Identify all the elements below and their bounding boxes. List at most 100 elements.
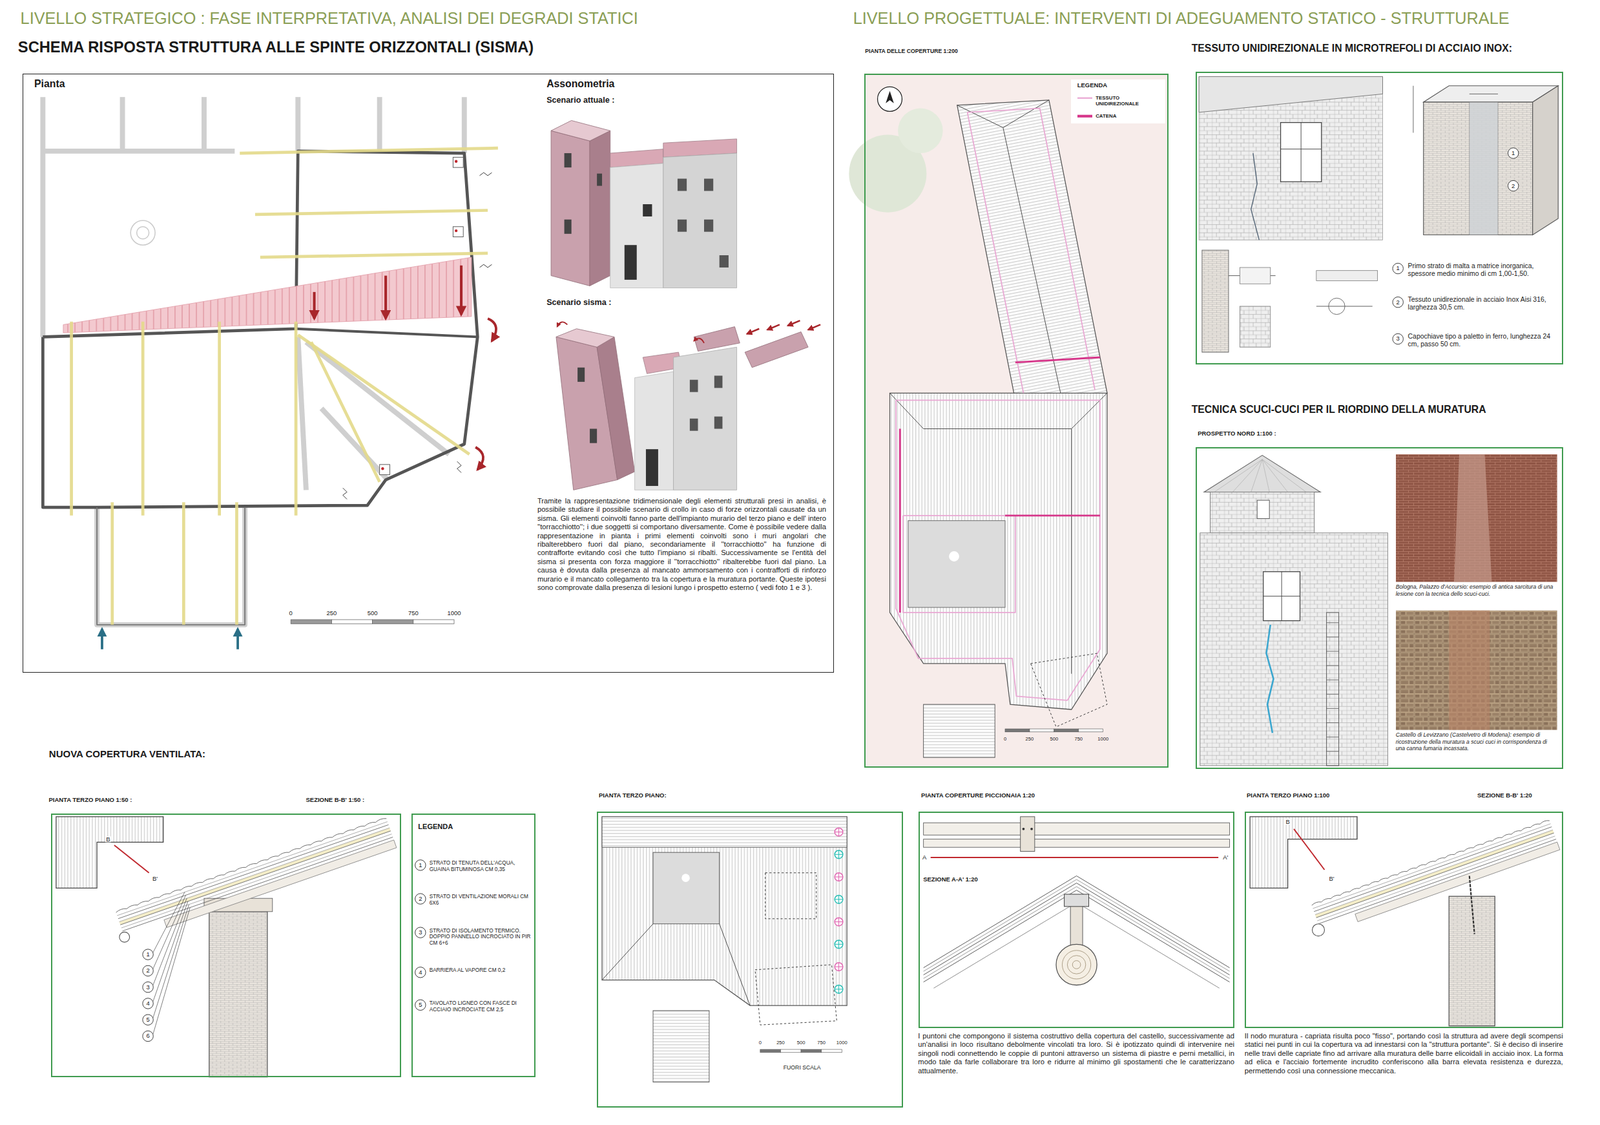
wall-light: [40, 96, 46, 337]
legend-item: STRATO DI ISOLAMENTO TERMICO. DOPPIO PAN…: [429, 927, 532, 947]
view-title: Scenario sisma :: [546, 297, 751, 308]
callout-number: 5: [145, 1016, 150, 1022]
drawing-title: PIANTA COPERTURE PICCIONAIA 1:20: [921, 791, 1228, 799]
scale-value: 500: [367, 610, 378, 617]
callout-circle: [415, 999, 426, 1010]
drawing-panel: PIANTA TERZO PIANO 1:50 :SEZIONE B-B' 1:…: [51, 813, 402, 1077]
masonry-wall: [1448, 895, 1495, 1026]
ladder-rung: [1326, 750, 1340, 752]
wall-band: [744, 331, 809, 367]
tie-chain: [1005, 514, 1101, 517]
body-text: Il nodo muratura - capriata risulta poco…: [1244, 1031, 1564, 1075]
stair-roof: [653, 1010, 710, 1082]
wall-light: [201, 96, 207, 152]
fabric-detail: [1198, 76, 1559, 353]
roof-tile-line: [1262, 459, 1307, 493]
callout-number: 1: [1396, 265, 1400, 272]
drawing-panel: PIANTA TERZO PIANO:FUORI SCALA: [596, 811, 904, 1108]
callout-number: 4: [418, 968, 422, 975]
window: [1257, 499, 1270, 519]
hip-line: [890, 392, 1072, 429]
section-line: [114, 844, 150, 873]
tie-rod: [182, 501, 186, 625]
panel-heading: TECNICA SCUCI-CUCI PER IL RIORDINO DELLA…: [1191, 403, 1487, 416]
connection-marker: [838, 827, 840, 836]
roof-tiles: [1311, 820, 1550, 905]
connection-marker: [834, 850, 843, 859]
window: [704, 219, 714, 232]
wall-face: [634, 371, 674, 490]
tower-face: [550, 130, 590, 286]
section-mark: B: [1284, 818, 1290, 825]
callout-circle: [142, 948, 154, 960]
window: [564, 219, 572, 234]
callout-number: 5: [418, 1001, 422, 1008]
legend-title: LEGENDA: [417, 822, 520, 831]
window: [642, 204, 652, 217]
drawing-title: PIANTA TERZO PIANO 1:100: [1246, 791, 1451, 799]
masonry-elevation: [1198, 76, 1383, 241]
scale-value: 0: [1003, 736, 1008, 742]
scale-value: 750: [817, 1040, 826, 1046]
callout-circle: [1508, 147, 1519, 159]
connection-marker: [838, 850, 840, 859]
callout-circle: [142, 981, 154, 992]
section-mark: B: [105, 835, 111, 842]
dimension-line: [1412, 85, 1414, 134]
scale-value: 750: [408, 610, 419, 617]
scale-value: 0: [289, 610, 293, 617]
anchor: [1316, 305, 1373, 307]
roof-tile-line: [1232, 459, 1263, 493]
beam: [923, 839, 1230, 848]
lesion-mark: [457, 461, 462, 473]
inset-plan: [1249, 816, 1358, 889]
tree: [897, 108, 944, 154]
thrust-arrow: [384, 275, 387, 319]
gutter: [1312, 923, 1325, 936]
callout-circle: [142, 997, 154, 1009]
steel-fabric: [1469, 102, 1498, 235]
wall-annex: [96, 507, 245, 625]
connection-marker: [838, 985, 840, 994]
callout-circle: [1392, 333, 1403, 344]
photo-caption: Bologna, Palazzo d'Accursio: esempio di …: [1395, 583, 1558, 597]
inset-plan: [56, 816, 164, 889]
roof-pitch: [602, 816, 847, 847]
wall-light: [306, 341, 449, 455]
ladder-rung: [1326, 665, 1340, 666]
ladder-rung: [1326, 707, 1340, 709]
wall-main: [42, 151, 478, 508]
overturn-arrow: [475, 446, 484, 470]
wall-section: [1239, 306, 1270, 347]
roof-pitch: [602, 816, 847, 1006]
roof-layer: [122, 836, 394, 931]
scale-value: 1000: [836, 1040, 848, 1046]
tower-wall: [1210, 491, 1315, 533]
drawing-panel: PIANTA COPERTURE PICCIONAIA 1:20SEZIONE …: [918, 811, 1236, 1028]
window: [596, 173, 603, 187]
north-arrow: [877, 86, 903, 112]
tie-rod: [69, 321, 73, 516]
drawing-title: PIANTA TERZO PIANO:: [598, 791, 854, 799]
callout-number: 3: [418, 928, 422, 935]
tower-face: [589, 130, 611, 286]
ladder-rung: [1326, 622, 1340, 623]
tie-rod: [311, 341, 380, 482]
fabric-line: [967, 108, 1095, 391]
tie-rod: [141, 321, 145, 516]
callout-number: 3: [145, 983, 150, 990]
wall-light: [461, 96, 468, 154]
drawing-title: SEZIONE A-A' 1:20: [923, 875, 1046, 883]
lesion-mark: [479, 264, 492, 268]
roof-layer: [119, 827, 391, 922]
scale-bar: [1029, 728, 1055, 732]
courtyard-well: [948, 550, 960, 562]
ridge-line: [1003, 127, 1062, 396]
photo-marker: [379, 464, 391, 475]
legend-line: [1077, 114, 1093, 118]
ladder-rung: [1326, 693, 1340, 695]
legend-line-sample: [1077, 113, 1093, 119]
wall-main: [295, 328, 478, 338]
callout-circle: [142, 965, 154, 976]
scale-bar: [1078, 728, 1104, 732]
